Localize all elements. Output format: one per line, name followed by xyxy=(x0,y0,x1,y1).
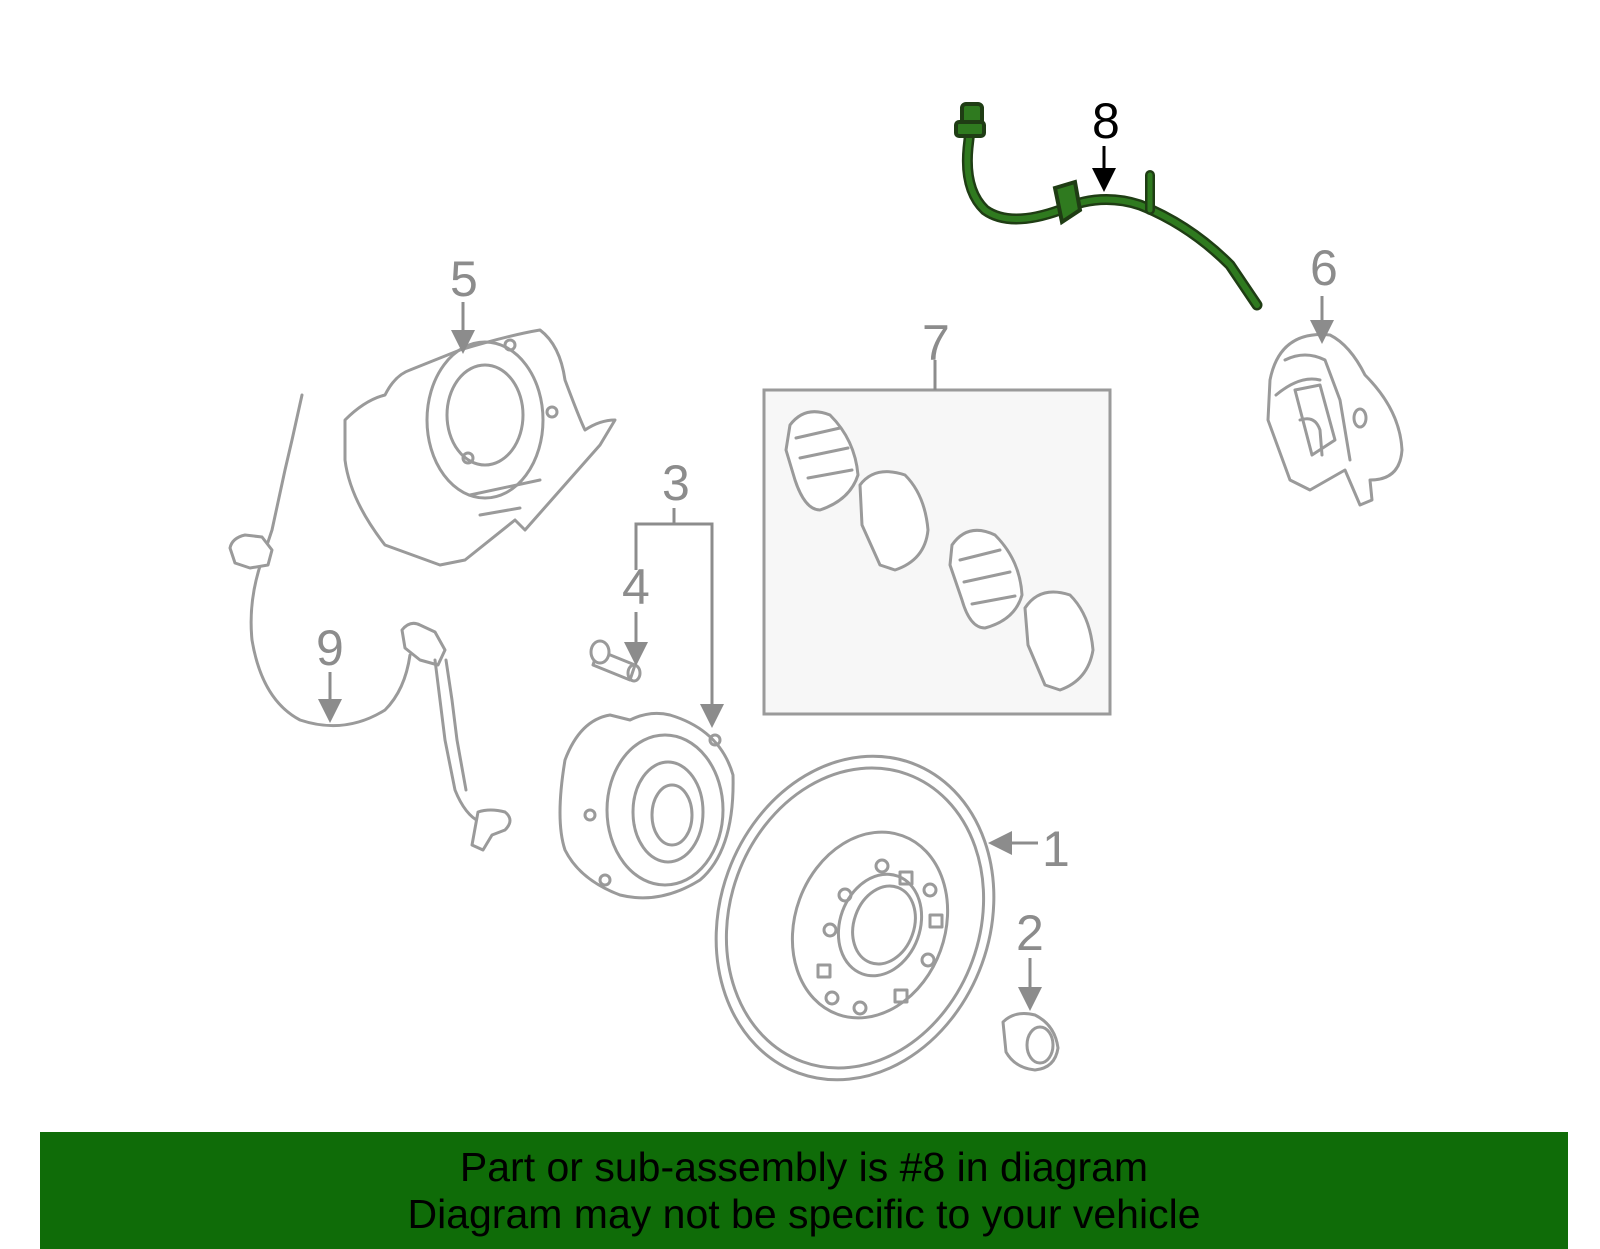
callout-2: 2 xyxy=(1016,905,1044,961)
callout-6: 6 xyxy=(1310,240,1338,296)
callout-leaders xyxy=(318,146,1334,1011)
brake-rotor-part-1 xyxy=(714,754,996,1082)
lug-nut-part-2 xyxy=(1001,1012,1060,1072)
callout-9: 9 xyxy=(316,620,344,676)
callout-8: 8 xyxy=(1092,93,1120,149)
brake-hose-part-8[interactable] xyxy=(954,102,1263,311)
wheel-speed-sensor-part-9 xyxy=(228,393,512,852)
wheel-hub-part-3 xyxy=(558,711,735,900)
dust-shield-part-5 xyxy=(343,328,617,567)
callout-5: 5 xyxy=(450,251,478,307)
bolt-part-4 xyxy=(589,639,642,683)
banner-line-2: Diagram may not be specific to your vehi… xyxy=(407,1190,1201,1237)
callout-7: 7 xyxy=(922,315,950,371)
brake-caliper-part-6 xyxy=(1266,333,1404,507)
info-banner: Part or sub-assembly is #8 in diagram Di… xyxy=(40,1132,1568,1249)
callout-1: 1 xyxy=(1042,821,1070,877)
brake-pad-set-part-7 xyxy=(762,388,1112,716)
callout-4: 4 xyxy=(622,559,650,615)
banner-line-1: Part or sub-assembly is #8 in diagram xyxy=(459,1143,1149,1190)
callout-3: 3 xyxy=(662,455,690,511)
